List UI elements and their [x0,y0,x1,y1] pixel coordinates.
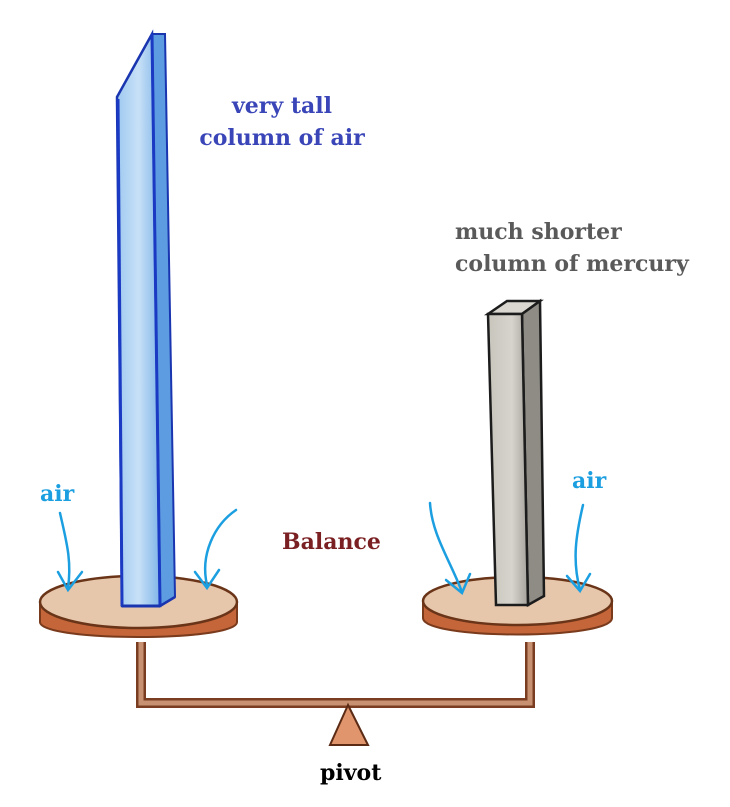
balance-beam [136,642,535,708]
air-column-label: very tall column of air [192,90,372,154]
arrow-icon [193,568,221,591]
air-arrows [56,501,592,596]
mercury-column [483,298,546,608]
pivot-label: pivot [320,760,382,786]
pivot-triangle [328,702,370,746]
arrow-icon [574,503,585,592]
mercury-column-label-line2: column of mercury [455,251,689,277]
arrow-icon [203,508,238,587]
mercury-column-label-line1: much shorter [455,219,622,245]
arrow-icon [565,572,592,594]
arrow-icon [56,570,84,593]
air-column-label-line1: very tall [232,93,332,119]
air-column-label-line2: column of air [199,125,365,151]
air-right-label: air [572,468,607,494]
arrow-icon [58,511,71,590]
arrow-icon [444,572,472,596]
air-left-label: air [40,481,75,507]
mercury-column-label: much shorter column of mercury [455,216,689,280]
arrow-icon [428,501,464,594]
air-column [115,29,177,608]
balance-label: Balance [282,529,381,555]
